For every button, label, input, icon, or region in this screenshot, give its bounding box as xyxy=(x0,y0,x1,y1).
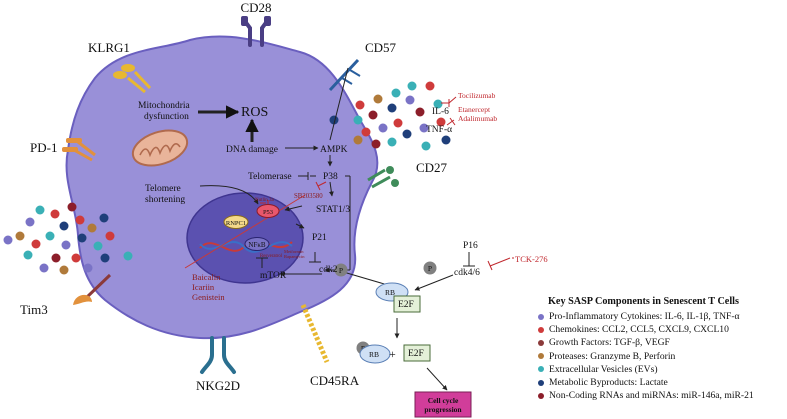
label-e2f: E2F xyxy=(398,300,414,310)
sasp-dots-left xyxy=(3,202,133,275)
label-pd1: PD-1 xyxy=(30,140,57,155)
cell-cycle-box xyxy=(414,391,472,418)
label-metformin: Metformin xyxy=(284,249,304,254)
label-adalimumab: Adalimumab xyxy=(458,114,497,123)
nfkb-shape xyxy=(244,237,270,251)
label-cd27: CD27 xyxy=(416,160,448,175)
rb-free-shape xyxy=(359,344,391,364)
klrg1-receptor xyxy=(113,64,152,94)
label-ros: ROS xyxy=(241,105,268,120)
cd27-receptor xyxy=(367,166,399,189)
legend-item-label: Chemokines: CCL2, CCL5, CXCL9, CXCL10 xyxy=(549,324,729,336)
legend-item-label: Metabolic Byproducts: Lactate xyxy=(549,377,668,389)
legend-item: Extracellular Vesicles (EVs) xyxy=(538,363,783,376)
label-cell-cycle-2: progression xyxy=(424,405,462,414)
label-cd45ra: CD45RA xyxy=(310,373,360,388)
label-cdk46: cdk4/6 xyxy=(454,268,480,278)
cd57-receptor xyxy=(328,58,361,92)
legend-item: Proteases: Granzyme B, Perforin xyxy=(538,350,783,363)
phosphate-label-1: P xyxy=(339,266,343,275)
label-p38: P38 xyxy=(323,172,338,182)
legend-dot-icon xyxy=(538,339,544,346)
label-tocilizumab: Tocilizumab xyxy=(458,91,496,100)
cd45ra-receptor xyxy=(300,304,330,363)
label-telomere-1: Telomere xyxy=(145,184,181,194)
mitochondria-icon xyxy=(131,129,189,167)
label-telomerase: Telomerase xyxy=(248,172,292,182)
label-nfkb: NFκB xyxy=(248,241,265,249)
legend-dot-icon xyxy=(538,353,544,360)
label-telomere-2: shortening xyxy=(145,195,185,205)
label-nutlin: Nutlin 3a xyxy=(255,198,275,203)
phosphate-label-2: P xyxy=(428,264,432,273)
label-icariin: Icariin xyxy=(192,282,215,292)
legend-dot-icon xyxy=(538,326,544,333)
rnpc1-shape xyxy=(223,215,249,229)
label-rb: RB xyxy=(385,288,395,297)
sasp-legend: Key SASP Components in Senescent T Cells… xyxy=(538,296,783,402)
label-klrg1: KLRG1 xyxy=(88,40,130,55)
e2f-box xyxy=(393,295,421,313)
legend-item: Pro-Inflammatory Cytokines: IL-6, IL-1β,… xyxy=(538,310,783,323)
label-cell-cycle-1: Cell cycle xyxy=(428,396,459,405)
label-plus: + xyxy=(389,347,396,361)
label-rnpc1: RNPC1 xyxy=(226,220,246,227)
label-nkg2d: NKG2D xyxy=(196,378,240,393)
legend-dot-icon xyxy=(538,379,544,386)
inhibitor-markers xyxy=(260,96,514,271)
legend-title: Key SASP Components in Senescent T Cells xyxy=(548,296,739,307)
legend-item: Chemokines: CCL2, CCL5, CXCL9, CXCL10 xyxy=(538,323,783,336)
legend-items: Pro-Inflammatory Cytokines: IL-6, IL-1β,… xyxy=(538,310,783,402)
label-mito-1: Mitochondria xyxy=(138,101,190,111)
legend-item: Growth Factors: TGF-β, VEGF xyxy=(538,336,783,349)
label-resveratrol: Resveratrol xyxy=(260,254,283,259)
label-etanercept: Etanercept xyxy=(458,105,491,114)
label-mito-2: dysfunction xyxy=(144,111,189,122)
label-dna-damage: DNA damage xyxy=(226,145,278,155)
label-e2f-free: E2F xyxy=(408,349,424,359)
legend-item-label: Pro-Inflammatory Cytokines: IL-6, IL-1β,… xyxy=(549,311,740,323)
legend-item-label: Proteases: Granzyme B, Perforin xyxy=(549,350,676,362)
label-cd57: CD57 xyxy=(365,40,397,55)
label-tck276: TCK-276 xyxy=(515,254,548,264)
legend-item-label: Extracellular Vesicles (EVs) xyxy=(549,363,658,375)
legend-item: Non-Coding RNAs and miRNAs: miR-146a, mi… xyxy=(538,389,783,402)
sasp-dots-right xyxy=(329,81,451,151)
pd1-receptor xyxy=(62,138,96,162)
label-sb203580: SB203580 xyxy=(294,193,323,200)
legend-dot-icon xyxy=(538,392,544,399)
label-rb-free: RB xyxy=(369,350,379,359)
cd28-receptor xyxy=(241,16,271,47)
label-stat: STAT1/3 xyxy=(316,205,350,215)
label-p16: P16 xyxy=(463,241,478,251)
tim3-receptor xyxy=(73,273,112,305)
legend-item: Metabolic Byproducts: Lactate xyxy=(538,376,783,389)
label-tnf: TNF-α xyxy=(426,125,452,135)
label-mtor: mTOR xyxy=(260,271,287,281)
legend-dot-icon xyxy=(538,366,544,373)
nkg2d-receptor xyxy=(200,336,236,374)
legend-item-label: Non-Coding RNAs and miRNAs: miR-146a, mi… xyxy=(549,390,754,402)
pathway-arrows xyxy=(198,67,475,391)
label-tim3: Tim3 xyxy=(20,302,48,317)
legend-dot-icon xyxy=(538,313,544,320)
label-il6: IL-6 xyxy=(432,107,449,117)
label-baicalin: Baicalin xyxy=(192,272,221,282)
label-p53: P53 xyxy=(263,209,273,216)
e2f-free-box xyxy=(403,344,431,362)
legend-item-label: Growth Factors: TGF-β, VEGF xyxy=(549,337,670,349)
cell-body xyxy=(65,35,379,340)
label-cdk2: cdk2 xyxy=(319,265,338,275)
label-rapamycin: Rapamycin xyxy=(284,254,305,259)
label-genistein: Genistein xyxy=(192,292,225,302)
label-p21: P21 xyxy=(312,233,327,243)
p53-shape xyxy=(256,204,280,218)
label-ampk: AMPK xyxy=(320,145,348,155)
dna-strand-2 xyxy=(199,241,293,253)
label-cd28: CD28 xyxy=(240,0,271,15)
